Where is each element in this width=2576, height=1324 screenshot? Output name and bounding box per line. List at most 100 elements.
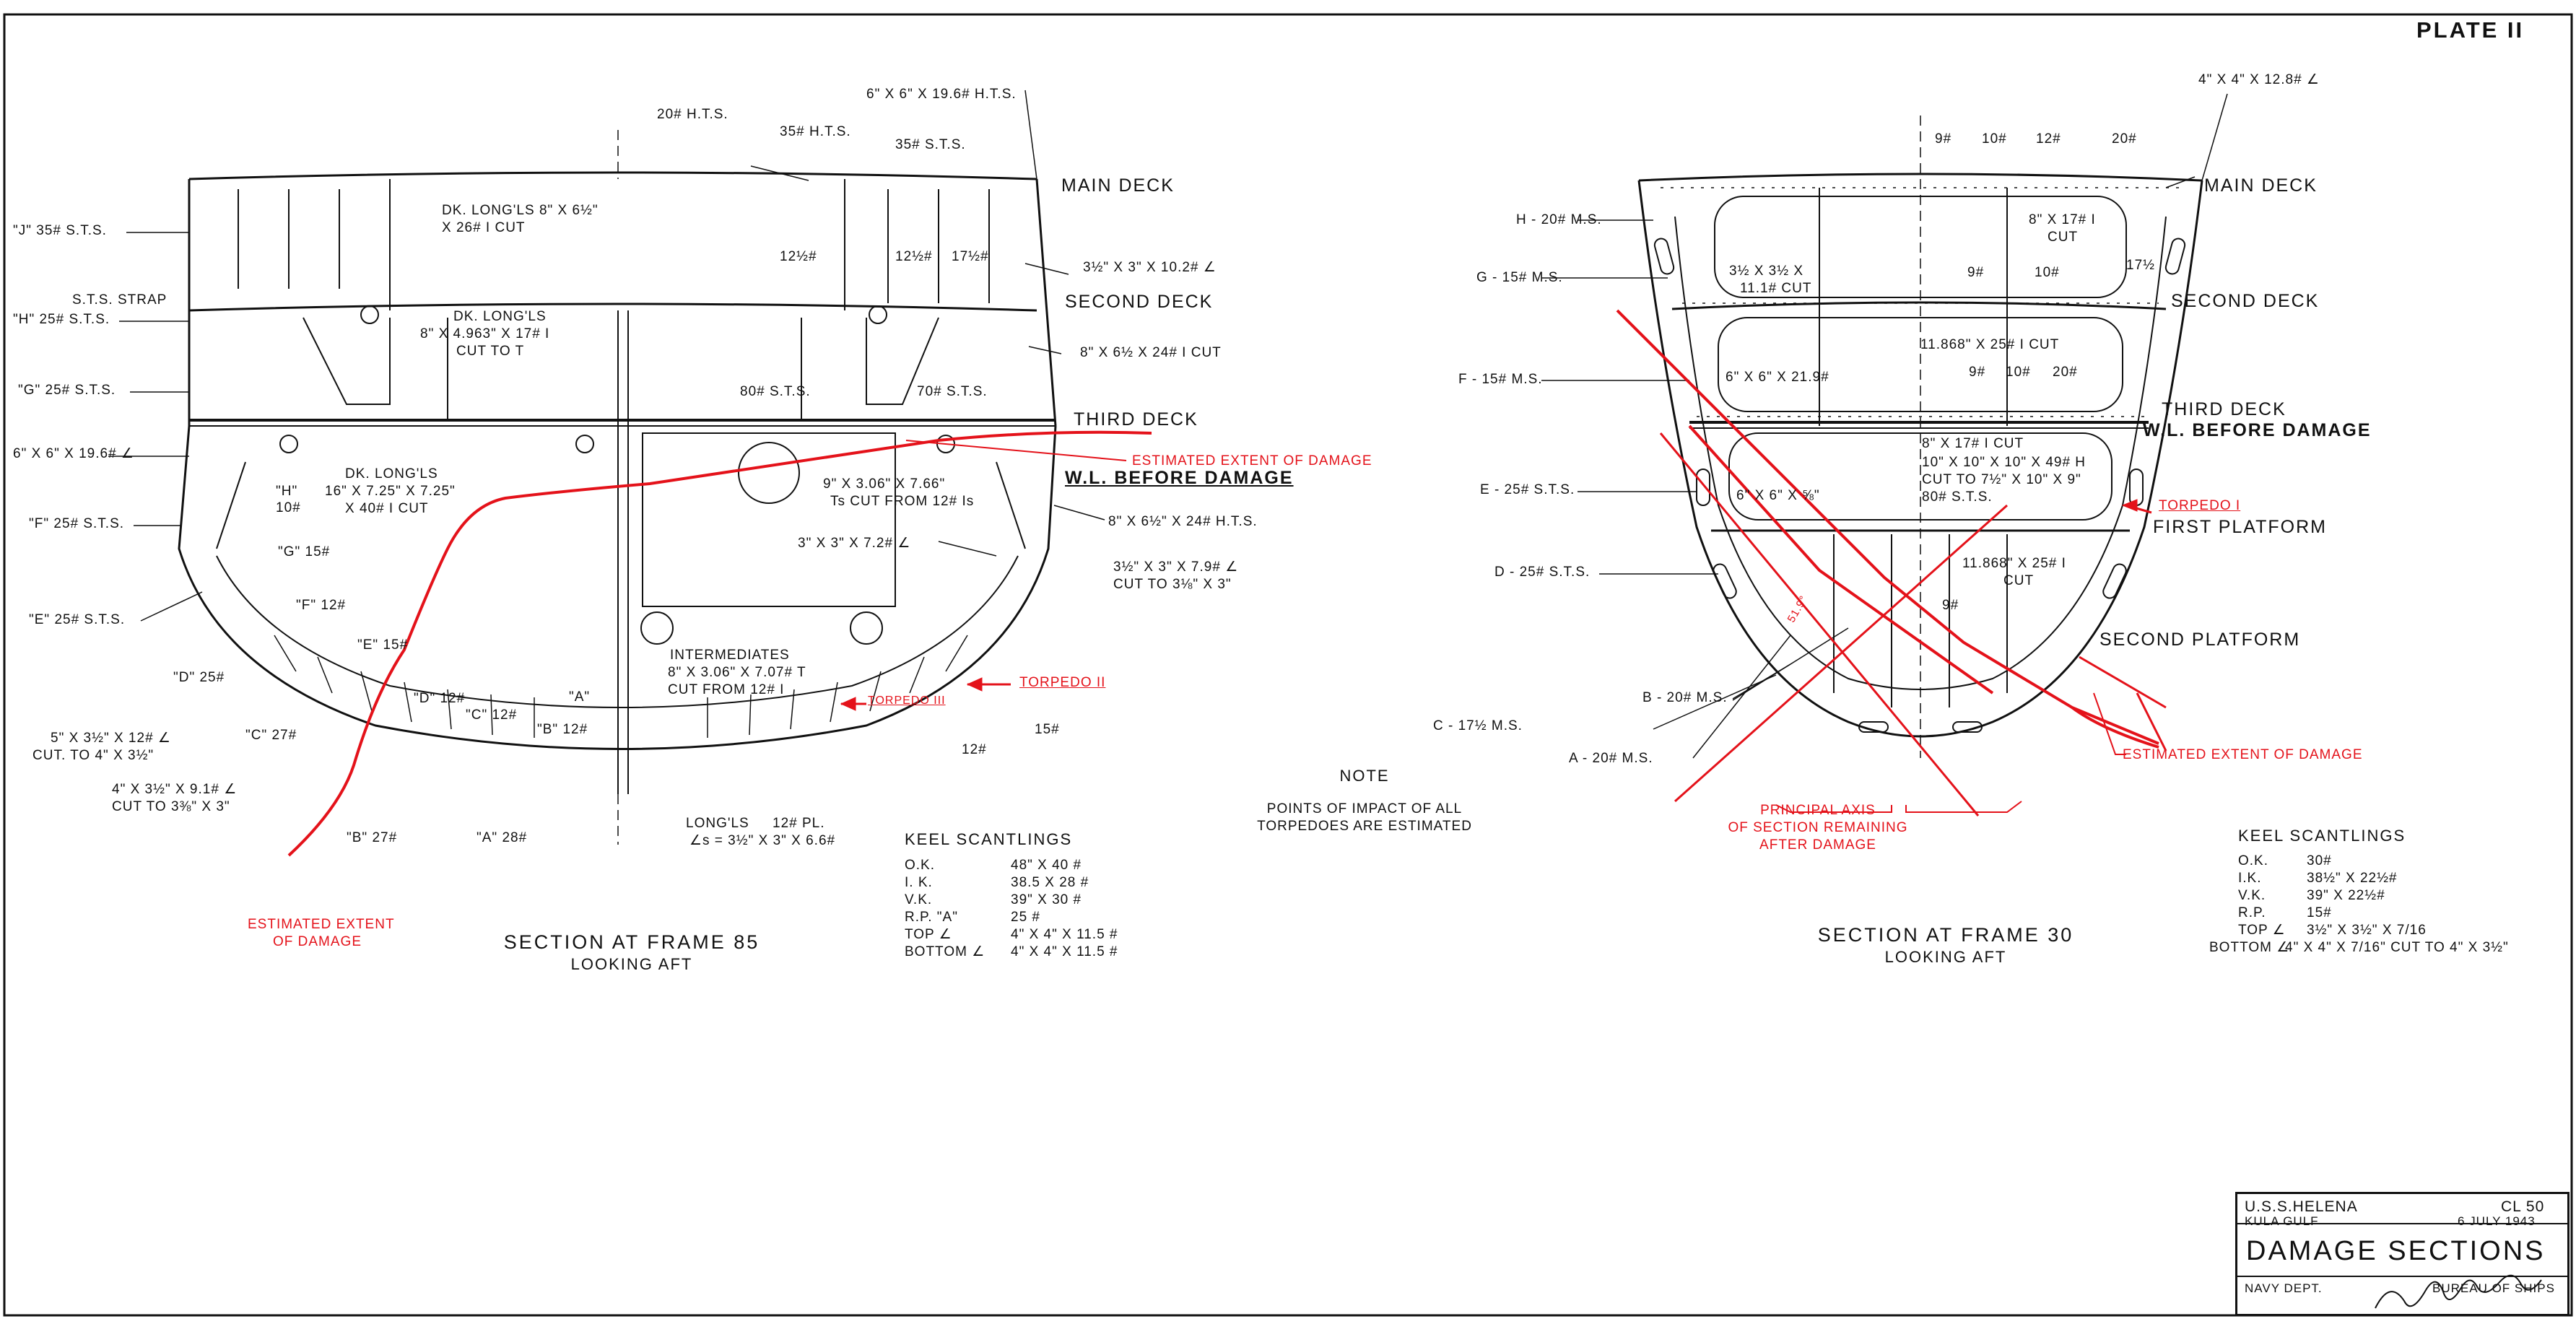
f30-keel-row-value: 39" X 22½# <box>2307 888 2385 903</box>
title-block-ship: U.S.S.HELENA <box>2245 1198 2358 1215</box>
f85-label-3h: 3½" X 3" X 7.9# ∠ <box>1113 559 1239 575</box>
f30-label-4x4: 4" X 4" X 12.8# ∠ <box>2198 72 2320 87</box>
f85-keel-row-value: 4" X 4" X 11.5 # <box>1011 927 1118 942</box>
f85-label-h10b: 10# <box>276 500 301 515</box>
f30-label-6x6: 6" X 6" X 21.9# <box>1726 370 1829 385</box>
f85-label-dklongls2: DK. LONG'LS <box>453 309 547 324</box>
f85-label-80sts: 80# S.T.S. <box>740 384 811 399</box>
title-block-dept: NAVY DEPT. <box>2245 1281 2323 1295</box>
f85-section-subtitle: LOOKING AFT <box>570 955 693 973</box>
f85-label-3x3: 3" X 3" X 7.2# ∠ <box>798 536 911 551</box>
f85-second-deck-label: SECOND DECK <box>1065 292 1214 312</box>
f85-label-6x6: 6" X 6" X 19.6# H.T.S. <box>866 87 1017 102</box>
f85-label-dklongls3c: X 40# I CUT <box>345 501 429 516</box>
f85-label-70sts: 70# S.T.S. <box>917 384 988 399</box>
f85-wl-label: W.L. BEFORE DAMAGE <box>1065 468 1294 488</box>
f85-label-35hts: 35# H.T.S. <box>780 124 851 139</box>
f85-main-deck-label: MAIN DECK <box>1061 175 1175 196</box>
f85-keel-row-value: 38.5 X 28 # <box>1011 875 1089 890</box>
f85-label-9xb: Ts CUT FROM 12# Is <box>830 494 975 509</box>
f30-label-3h: 3½ X 3½ X <box>1729 264 1804 279</box>
f30-keel-row-key: BOTTOM ∠ <box>2209 940 2290 955</box>
f85-label-f12: "F" 12# <box>296 598 347 613</box>
f85-section-title: SECTION AT FRAME 85 <box>503 931 760 953</box>
sheet-border <box>3 13 2573 1317</box>
f30-label-d25: D - 25# S.T.S. <box>1494 565 1591 580</box>
note-line1: POINTS OF IMPACT OF ALL <box>1266 801 1463 816</box>
f85-label-g15: "G" 15# <box>278 544 331 559</box>
f30-label-10a: 10# <box>1982 131 2007 147</box>
f85-label-17half: 17½# <box>952 249 989 264</box>
f85-label-a28: "A" 28# <box>477 830 528 845</box>
title-block-heading: DAMAGE SECTIONS <box>2246 1236 2546 1266</box>
f30-keel-row-value: 30# <box>2307 853 2332 868</box>
f30-est-damage-label: ESTIMATED EXTENT OF DAMAGE <box>2123 747 2363 762</box>
f85-label-15: 15# <box>1035 722 1060 737</box>
f85-label-20hts: 20# H.T.S. <box>657 107 728 122</box>
f85-label-e15: "E" 15# <box>357 637 409 653</box>
f85-label-12pl: 12# PL. <box>773 816 825 831</box>
f85-label-dklongls2b: 8" X 4.963" X 17# I <box>420 326 550 341</box>
f30-second-deck-label: SECOND DECK <box>2171 291 2320 311</box>
f85-label-35sts: 35# S.T.S. <box>895 137 966 152</box>
f30-label-10x10: 10" X 10" X 10" X 49# H <box>1922 455 2087 470</box>
f30-keel-row-key: TOP ∠ <box>2238 923 2286 938</box>
f85-keel-row-key: TOP ∠ <box>905 927 952 942</box>
f85-keel-row-key: V.K. <box>905 892 933 907</box>
f85-keel-row-value: 4" X 4" X 11.5 # <box>1011 944 1118 959</box>
f85-hull <box>178 425 1057 750</box>
f85-main-deck <box>188 171 1037 180</box>
f30-keel-row-key: R.P. <box>2238 905 2266 920</box>
f30-damage-line-1 <box>1616 309 2159 745</box>
f30-damage-boundary <box>2071 706 2159 749</box>
f85-label-j35: "J" 35# S.T.S. <box>13 223 107 238</box>
f30-label-9b: 9# <box>1967 265 1985 280</box>
f30-keel-row-value: 38½" X 22½# <box>2307 871 2398 886</box>
f85-keel-row-value: 25 # <box>1011 910 1040 925</box>
f30-first-platform-label: FIRST PLATFORM <box>2153 517 2327 537</box>
damage-markings <box>287 309 2167 857</box>
f85-label-dklongls2c: CUT TO T <box>456 344 525 359</box>
f85-label-5x3: 5" X 3½" X 12# ∠ <box>51 731 171 746</box>
f30-label-20a: 20# <box>2112 131 2137 147</box>
f85-label-6x6angle: 6" X 6" X 19.6# ∠ <box>13 446 134 461</box>
title-block-bureau: BUREAU OF SHIPS <box>2432 1281 2555 1295</box>
f85-label-dklongls1b: X 26# I CUT <box>442 220 526 235</box>
f30-label-17h: 17½ <box>2126 258 2155 273</box>
f85-keel-row-key: I. K. <box>905 875 933 890</box>
f30-keel-row-value: 4" X 4" X 7/16" CUT TO 4" X 3½" <box>2285 940 2509 955</box>
f30-label-9a: 9# <box>1935 131 1952 147</box>
f30-label-f15: F - 15# M.S. <box>1458 372 1543 387</box>
f85-label-3half: 3½" X 3" X 10.2# ∠ <box>1083 260 1217 275</box>
f85-est-damage-top: ESTIMATED EXTENT OF DAMAGE <box>1132 453 1372 469</box>
f85-label-8x6hts: 8" X 6½" X 24# H.T.S. <box>1108 514 1258 529</box>
f85-damage-boundary <box>287 430 1152 857</box>
title-block-location: KULA GULF <box>2245 1214 2319 1228</box>
f30-label-12: 12# <box>2036 131 2061 147</box>
f30-label-b20: B - 20# M.S. <box>1642 690 1728 705</box>
f85-torpedo2-label: TORPEDO II <box>1019 675 1106 690</box>
f85-label-d25: "D" 25# <box>173 670 225 685</box>
f30-label-11868c: CUT <box>2003 573 2035 588</box>
f30-keel-row-value: 3½" X 3½" X 7/16 <box>2307 923 2427 938</box>
f85-label-g25: "G" 25# S.T.S. <box>18 383 116 398</box>
f85-keel-row-key: R.P. "A" <box>905 910 958 925</box>
f30-second-platform-label: SECOND PLATFORM <box>2099 630 2301 650</box>
f85-label-b12: "B" 12# <box>537 722 588 737</box>
note-line2: TORPEDOES ARE ESTIMATED <box>1257 819 1472 834</box>
f30-label-10x10b: CUT TO 7½" X 10" X 9" <box>1922 472 2081 487</box>
f85-keel-title: KEEL SCANTLINGS <box>905 830 1073 848</box>
f85-keel-row-value: 48" X 40 # <box>1011 858 1082 873</box>
f85-torpedo3-label: TORPEDO III <box>868 694 946 707</box>
f85-label-9x: 9" X 3.06" X 7.66" <box>823 476 946 492</box>
f85-label-e25: "E" 25# S.T.S. <box>29 612 126 627</box>
f85-label-intermediatesc: CUT FROM 12# I <box>668 682 785 697</box>
f85-label-c12: "C" 12# <box>466 707 518 723</box>
title-block-date: 6 JULY 1943 <box>2458 1214 2536 1228</box>
f30-label-3hb: 11.1# CUT <box>1740 281 1812 296</box>
f85-keel-row-value: 39" X 30 # <box>1011 892 1082 907</box>
f85-second-deck <box>188 302 1037 312</box>
f30-label-e25: E - 25# S.T.S. <box>1480 482 1575 497</box>
f30-principal-axis-1 <box>1674 504 2008 803</box>
